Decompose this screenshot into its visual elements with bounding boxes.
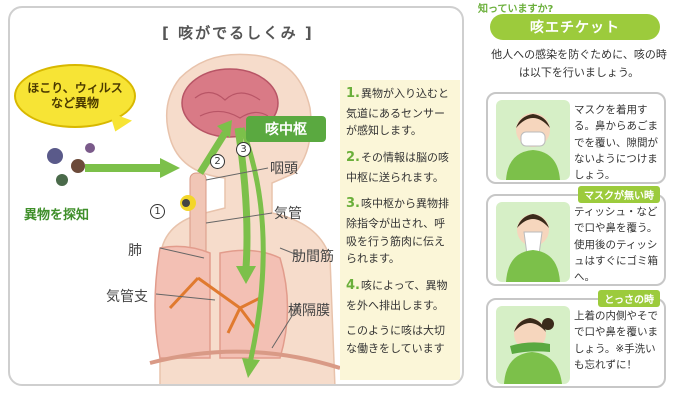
steps-panel: 1.異物が入り込むと気道にあるセンサーが感知します。 2.その情報は脳の咳中枢に… (340, 80, 460, 380)
intercostal-label: 肋間筋 (292, 249, 334, 265)
etiquette-card-no-mask: マスクが無い時 ティッシュ・などで口や鼻を覆う。使用後のティッシュはすぐにゴミ箱… (486, 186, 666, 286)
step-1-number: 1. (346, 86, 360, 101)
mechanism-title: [ 咳がでるしくみ ] (162, 24, 314, 42)
step-1-text: 異物が入り込むと気道にあるセンサーが感知します。 (346, 87, 449, 138)
etiquette-card-mask: マスクを着用する。鼻からあごまでを覆い、隙間がないようにつけましょう。 (486, 92, 666, 184)
step-2-text: その情報は脳の咳中枢に送られます。 (346, 150, 449, 184)
step-1: 1.異物が入り込むと気道にあるセンサーが感知します。 (346, 84, 454, 140)
etiquette-card-sudden: とっさの時 上着の内側やそでで口や鼻を覆いましょう。※手洗いも忘れずに！ (486, 290, 666, 388)
card-3-text: 上着の内側やそでで口や鼻を覆いましょう。※手洗いも忘れずに！ (574, 310, 658, 371)
cough-center-label: 咳中枢 (246, 116, 326, 142)
step-3-number: 3. (346, 196, 360, 212)
question-text: 知っていますか? (478, 4, 554, 15)
card-2-badge: マスクが無い時 (578, 186, 660, 203)
step-2-number: 2. (346, 149, 360, 165)
pharynx-label: 咽頭 (270, 161, 298, 177)
card-3-badge: とっさの時 (598, 290, 660, 307)
etiquette-title: 咳エチケット (490, 14, 660, 40)
step-2: 2.その情報は脳の咳中枢に送られます。 (346, 148, 454, 186)
step-4-text: 咳によって、異物を外へ排出します。 (346, 278, 448, 312)
step-4-number: 4. (346, 277, 360, 293)
bubble-line-2: など異物 (50, 96, 99, 110)
tissue-person-illustration (496, 202, 570, 282)
detect-label: 異物を探知 (24, 208, 90, 223)
bronchi-label: 気管支 (106, 289, 148, 305)
foreign-matter-bubble: ほこり、ウィルス など異物 (14, 64, 136, 128)
step-4: 4.咳によって、異物を外へ排出します。 (346, 276, 454, 314)
etiquette-intro: 他人への感染を防ぐために、咳の時は以下を行いましょう。 (491, 48, 667, 79)
step-3: 3.咳中枢から異物排除指令が出され、呼吸を行う筋肉に伝えられます。 (346, 194, 454, 268)
diaphragm-label: 横隔膜 (288, 303, 330, 319)
card-1-text: マスクを着用する。鼻からあごまでを覆い、隙間がないようにつけましょう。 (574, 104, 658, 182)
card-2-text: ティッシュ・などで口や鼻を覆う。使用後のティッシュはすぐにゴミ箱へ。 (574, 206, 658, 284)
marker-2: 2 (210, 154, 225, 169)
mechanism-summary: このように咳は大切な働きをしています (346, 324, 445, 355)
cough-mechanism-panel: [ 咳がでるしくみ ] ほこり、ウィルス など異物 異物を探知 1 2 3 咳中… (8, 6, 464, 386)
sleeve-person-illustration (496, 306, 570, 384)
bubble-line-1: ほこり、ウィルス (27, 81, 123, 95)
step-3-text: 咳中枢から異物排除指令が出され、呼吸を行う筋肉に伝えられます。 (346, 197, 449, 266)
lung-label: 肺 (128, 243, 142, 259)
trachea-label: 気管 (274, 206, 302, 222)
marker-1: 1 (150, 204, 165, 219)
mask-person-illustration (496, 100, 570, 180)
marker-3: 3 (236, 142, 251, 157)
